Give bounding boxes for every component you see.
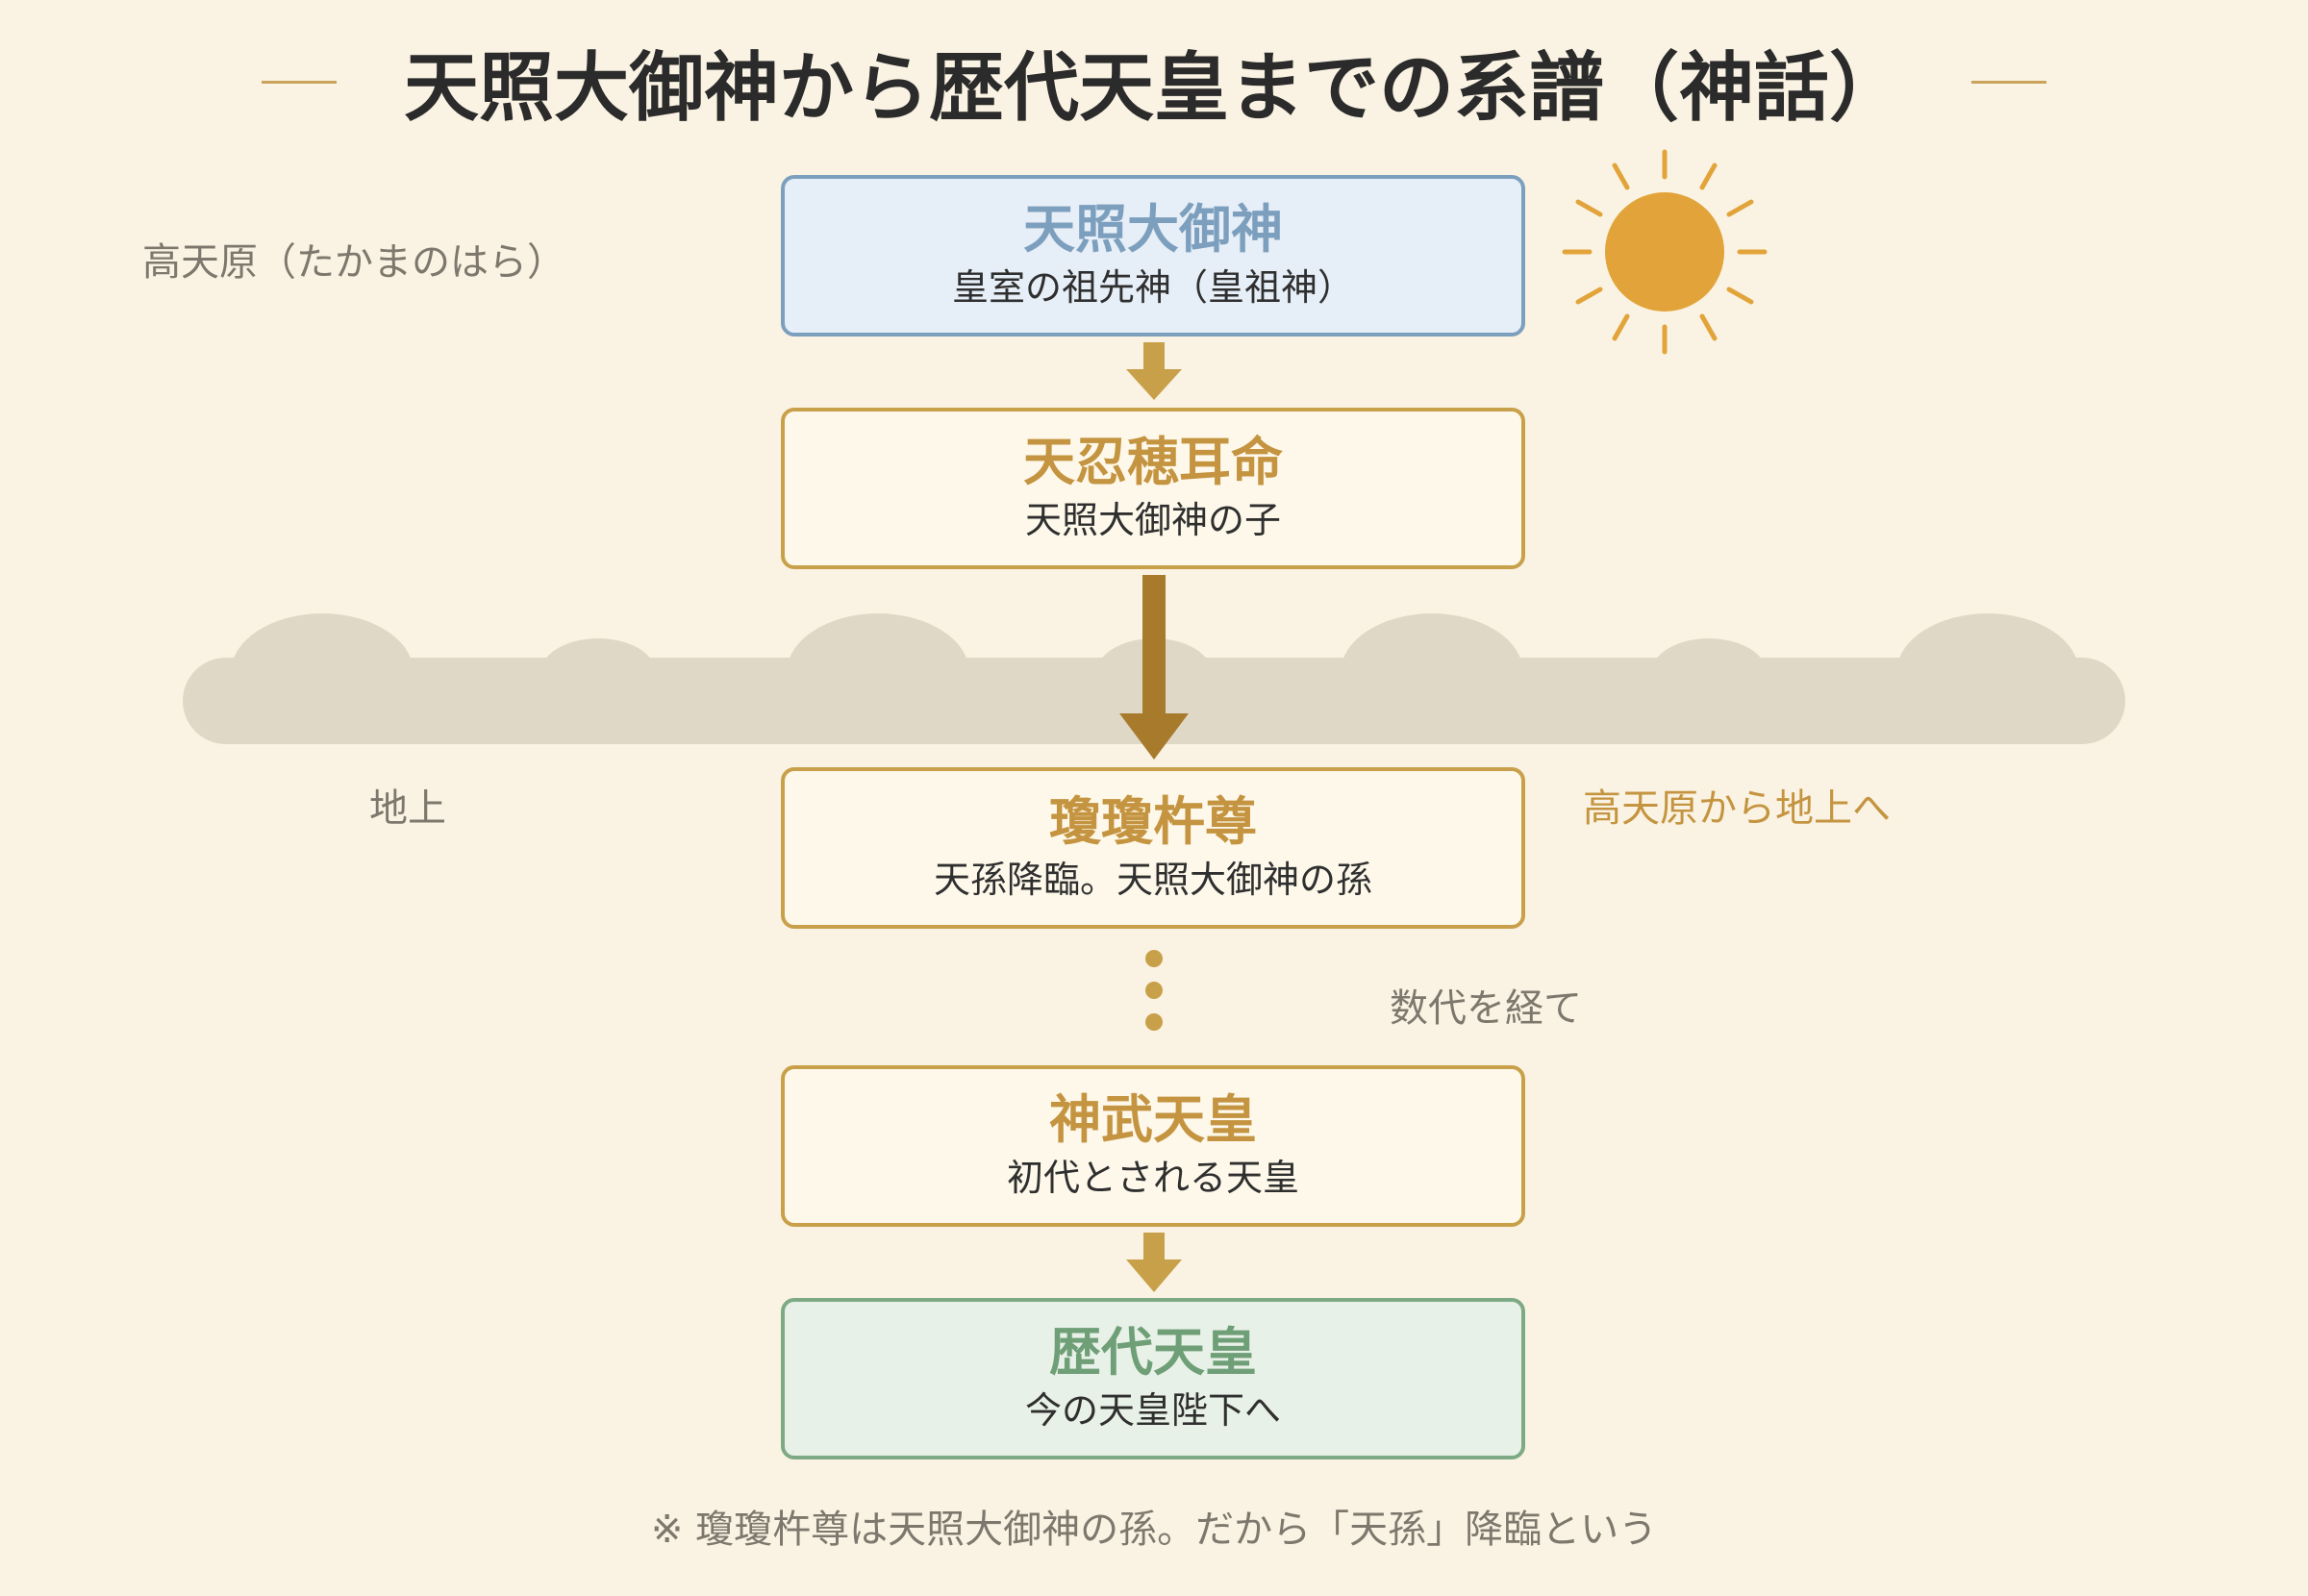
- arrow-4-to-5: [1126, 1233, 1182, 1292]
- generation-dots: [1145, 950, 1163, 1031]
- node-jimmu: 神武天皇 初代とされる天皇: [781, 1065, 1525, 1227]
- node-name: 瓊瓊杵尊: [1049, 791, 1257, 853]
- node-name: 天忍穂耳命: [1023, 432, 1283, 493]
- node-desc: 今の天皇陛下へ: [1024, 1389, 1281, 1433]
- page-title: 天照大御神から歴代天皇までの系譜（神話）: [403, 44, 1904, 132]
- node-name: 神武天皇: [1049, 1089, 1257, 1151]
- node-desc: 皇室の祖先神（皇祖神）: [951, 266, 1354, 310]
- arrow-1-to-2: [1126, 342, 1182, 400]
- node-amaterasu: 天照大御神 皇室の祖先神（皇祖神）: [781, 175, 1525, 337]
- label-descent: 高天原から地上へ: [1583, 786, 1891, 831]
- label-generations: 数代を経て: [1390, 986, 1582, 1031]
- node-rekidai-tennou: 歴代天皇 今の天皇陛下へ: [781, 1298, 1525, 1459]
- title-rule-right: [1971, 80, 2046, 84]
- node-ameno-oshihomimi: 天忍穂耳命 天照大御神の子: [781, 408, 1525, 569]
- node-name: 天照大御神: [1023, 199, 1283, 261]
- label-takamagahara: 高天原（たかまのはら）: [142, 240, 565, 285]
- title-rule-left: [261, 80, 337, 84]
- node-desc: 天孫降臨。天照大御神の孫: [933, 859, 1372, 902]
- node-desc: 天照大御神の子: [1024, 499, 1281, 542]
- sun-icon: [1562, 149, 1768, 355]
- node-desc: 初代とされる天皇: [1006, 1157, 1299, 1200]
- label-chijou: 地上: [369, 786, 446, 831]
- arrow-descent: [1119, 575, 1189, 760]
- title-bar: 天照大御神から歴代天皇までの系譜（神話）: [0, 19, 2308, 144]
- node-ninigi: 瓊瓊杵尊 天孫降臨。天照大御神の孫: [781, 767, 1525, 929]
- node-name: 歴代天皇: [1049, 1322, 1257, 1384]
- footnote: ※ 瓊瓊杵尊は天照大御神の孫。だから「天孫」降臨という: [650, 1508, 1658, 1552]
